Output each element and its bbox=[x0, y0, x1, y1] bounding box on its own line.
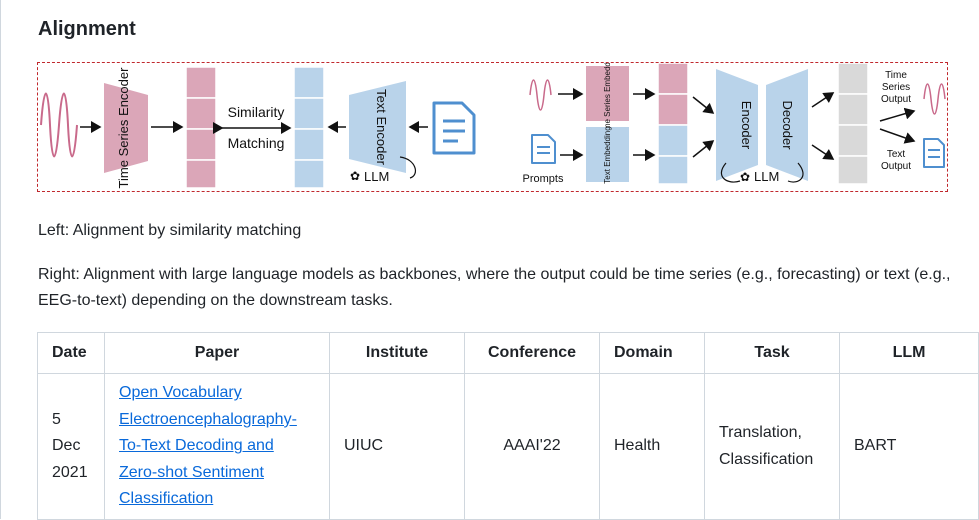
paper-link[interactable]: Open Vocabulary Electroencephalography-T… bbox=[119, 384, 297, 508]
arrow bbox=[692, 140, 715, 158]
llm-label-left: LLM bbox=[364, 169, 389, 184]
svg-text:Output: Output bbox=[881, 94, 911, 105]
ts-embedding-label: Time Series Embedding bbox=[603, 63, 612, 137]
llm-loop-arrow bbox=[399, 156, 417, 179]
document-icon bbox=[432, 101, 476, 155]
decoder-block bbox=[766, 69, 808, 181]
time-series-wave-icon bbox=[40, 92, 78, 158]
similarity-label: Similarity bbox=[228, 104, 285, 120]
table-row: 5 Dec 2021 Open Vocabulary Electroenceph… bbox=[37, 373, 979, 520]
cell-paper: Open Vocabulary Electroencephalography-T… bbox=[104, 373, 330, 520]
matching-label: Matching bbox=[228, 135, 285, 151]
header-task: Task bbox=[704, 332, 840, 374]
time-series-embedding-stack bbox=[185, 66, 217, 189]
decoder-label: Decoder bbox=[780, 100, 795, 150]
svg-text:Time: Time bbox=[885, 70, 907, 81]
text-embedding-block bbox=[586, 127, 629, 182]
cell-domain: Health bbox=[599, 373, 705, 520]
cell-date: 5 Dec 2021 bbox=[37, 373, 105, 520]
section-title: Alignment bbox=[38, 18, 136, 40]
papers-table: Date Paper Institute Conference Domain T… bbox=[37, 332, 979, 520]
text-encoder-block bbox=[349, 81, 406, 173]
arrow bbox=[811, 144, 835, 160]
page-left-border bbox=[0, 0, 1, 519]
llm-loop-arrow bbox=[720, 162, 741, 183]
brain-icon: ✿ bbox=[350, 169, 360, 183]
prompts-label: Prompts bbox=[523, 173, 564, 185]
text-embedding-label: Text Embedding bbox=[603, 126, 612, 183]
encoder-block bbox=[716, 69, 758, 181]
time-series-wave-icon bbox=[529, 79, 552, 111]
arrow bbox=[879, 107, 916, 122]
header-domain: Domain bbox=[599, 332, 705, 374]
llm-label-right: LLM bbox=[754, 169, 779, 184]
arrow bbox=[811, 92, 835, 108]
combined-embedding-stack bbox=[657, 63, 689, 185]
table-header-row: Date Paper Institute Conference Domain T… bbox=[37, 332, 979, 374]
header-paper: Paper bbox=[104, 332, 330, 374]
time-series-encoder-label: Time Series Encoder bbox=[116, 67, 131, 189]
output-embedding-stack bbox=[837, 63, 869, 185]
svg-text:Text: Text bbox=[887, 149, 906, 160]
ts-output-label: Time Series Output bbox=[881, 70, 911, 105]
header-date: Date bbox=[37, 332, 105, 374]
brain-icon: ✿ bbox=[740, 170, 750, 184]
cell-task: Translation, Classification bbox=[704, 373, 840, 520]
arrow bbox=[692, 96, 715, 114]
document-icon bbox=[531, 134, 556, 164]
alignment-diagram: Time Series Encoder Similarity Matching … bbox=[40, 63, 946, 189]
cell-conference: AAAI'22 bbox=[464, 373, 600, 520]
ts-embedding-block bbox=[586, 66, 629, 121]
cell-institute: UIUC bbox=[329, 373, 465, 520]
text-encoder-label: Text Encoder bbox=[374, 89, 389, 166]
text-output-label: Text Output bbox=[881, 149, 911, 172]
right-description: Right: Alignment with large language mod… bbox=[38, 266, 951, 309]
svg-text:Output: Output bbox=[881, 161, 911, 172]
document-icon bbox=[923, 138, 945, 168]
alignment-figure: Time Series Encoder Similarity Matching … bbox=[37, 62, 948, 192]
left-description: Left: Alignment by similarity matching bbox=[38, 222, 302, 239]
time-series-wave-icon bbox=[923, 83, 946, 115]
text-embedding-stack bbox=[293, 66, 325, 189]
arrow bbox=[879, 128, 916, 144]
svg-text:Series: Series bbox=[882, 82, 910, 93]
header-institute: Institute bbox=[329, 332, 465, 374]
cell-llm: BART bbox=[839, 373, 979, 520]
header-conference: Conference bbox=[464, 332, 600, 374]
encoder-label: Encoder bbox=[739, 101, 754, 150]
header-llm: LLM bbox=[839, 332, 979, 374]
time-series-encoder-block bbox=[104, 83, 148, 173]
llm-loop-arrow bbox=[787, 162, 804, 183]
